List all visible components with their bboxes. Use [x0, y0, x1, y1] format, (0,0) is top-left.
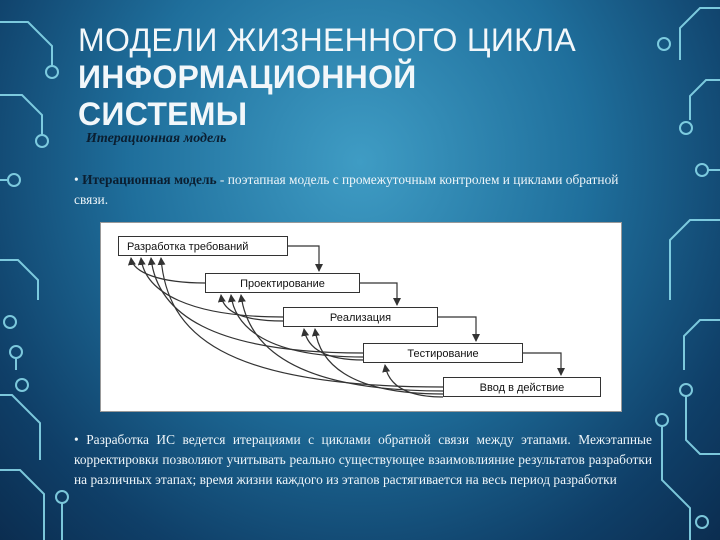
- circuit-node: [45, 65, 59, 79]
- body-text: Разработка ИС ведется итерациями с цикла…: [74, 432, 652, 487]
- stage-implementation: Реализация: [283, 307, 438, 327]
- circuit-node: [679, 383, 693, 397]
- stage-design: Проектирование: [205, 273, 360, 293]
- definition-term: Итерационная модель: [82, 172, 217, 187]
- forward-arrow: [360, 282, 401, 306]
- slide-title: МОДЕЛИ ЖИЗНЕННОГО ЦИКЛА ИНФОРМАЦИОННОЙ С…: [78, 22, 678, 133]
- forward-arrow: [288, 245, 323, 272]
- circuit-node: [655, 413, 669, 427]
- circuit-trace: [0, 394, 41, 460]
- circuit-trace: [683, 319, 720, 370]
- feedback-arrow: [157, 257, 444, 388]
- circuit-trace: [679, 7, 720, 60]
- definition-text: - поэтапная модель с промежуточным контр…: [74, 172, 619, 207]
- circuit-trace: [0, 469, 45, 540]
- feedback-arrow: [382, 364, 444, 398]
- stage-testing: Тестирование: [363, 343, 523, 363]
- body-paragraph: • Разработка ИС ведется итерациями с цик…: [74, 430, 652, 490]
- slide-subtitle: Итерационная модель: [86, 131, 227, 146]
- circuit-trace: [0, 259, 39, 300]
- feedback-arrow: [301, 328, 364, 361]
- circuit-trace: [685, 396, 720, 455]
- circuit-node: [15, 378, 29, 392]
- feedback-arrow: [137, 257, 284, 318]
- circuit-node: [7, 173, 21, 187]
- forward-arrow: [438, 316, 480, 342]
- circuit-node: [695, 515, 709, 529]
- circuit-node: [657, 37, 671, 51]
- circuit-node: [35, 134, 49, 148]
- bullet: •: [74, 172, 79, 187]
- title-line-1: МОДЕЛИ ЖИЗНЕННОГО ЦИКЛА: [78, 22, 577, 58]
- circuit-node: [9, 345, 23, 359]
- circuit-node: [3, 315, 17, 329]
- circuit-node: [695, 163, 709, 177]
- title-line-2: ИНФОРМАЦИОННОЙ: [78, 59, 417, 95]
- circuit-trace: [661, 426, 691, 540]
- bullet: •: [74, 432, 79, 447]
- circuit-node: [679, 121, 693, 135]
- circuit-trace: [0, 21, 53, 66]
- forward-arrow: [523, 352, 565, 376]
- circuit-trace: [0, 94, 43, 135]
- circuit-trace: [669, 219, 720, 300]
- diagram-arrows: [127, 245, 565, 398]
- iterative-model-diagram: Разработка требований Проектирование Реа…: [100, 222, 622, 412]
- title-line-3: СИСТЕМЫ: [78, 96, 248, 132]
- definition-paragraph: • Итерационная модель - поэтапная модель…: [74, 170, 652, 210]
- feedback-arrow: [237, 294, 444, 392]
- stage-deployment: Ввод в действие: [443, 377, 601, 397]
- feedback-arrow: [147, 257, 364, 354]
- circuit-node: [55, 490, 69, 504]
- stage-requirements: Разработка требований: [118, 236, 288, 256]
- circuit-trace: [689, 79, 720, 120]
- feedback-arrow: [127, 257, 206, 284]
